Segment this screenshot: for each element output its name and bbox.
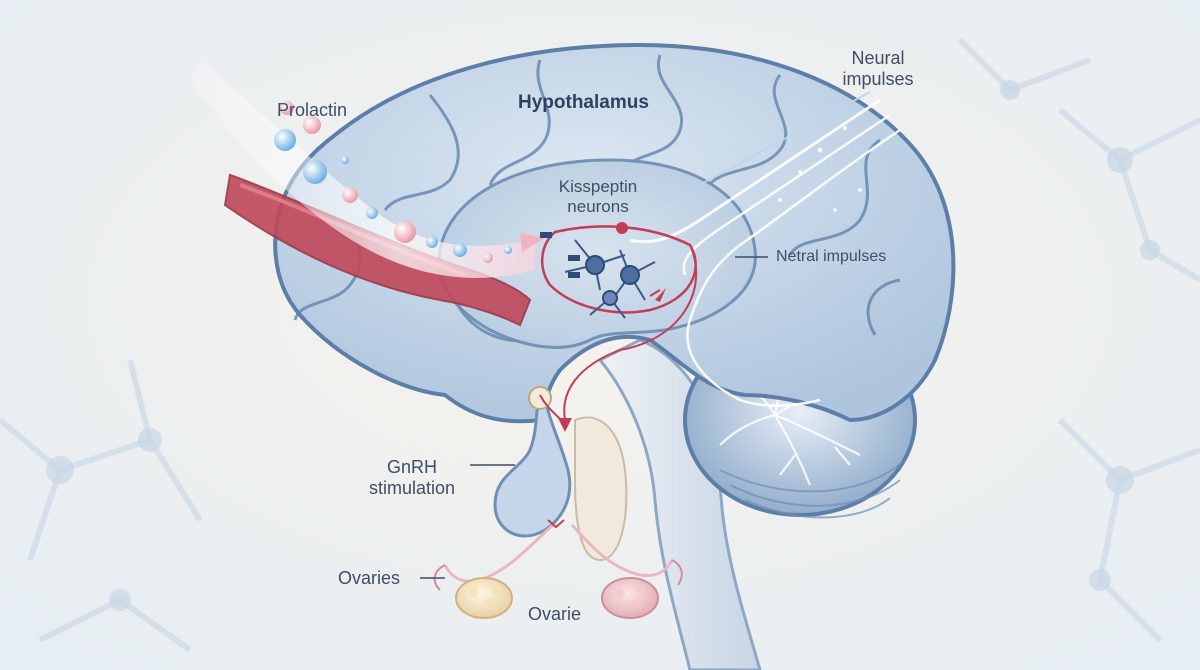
label-prolactin: Prolactin	[277, 100, 348, 120]
neural-fibers	[629, 91, 901, 408]
label-ovarie: Ovarie	[528, 604, 582, 624]
label-hypothalamus: Hypothalamus	[518, 92, 649, 113]
label-gnrh-line2: stimulation	[368, 477, 456, 498]
leader-lines	[420, 256, 768, 579]
label-kisspeptin-line2: neurons	[567, 196, 629, 216]
pons	[574, 416, 628, 562]
label-kisspeptin-line1: Kisspeptin	[558, 177, 638, 196]
label-neural-impulses-top: Neural impulses	[828, 48, 928, 89]
pituitary-gland	[493, 393, 572, 538]
label-kisspeptin-neurons: Kisspeptin neurons	[548, 177, 648, 216]
label-gnrh-line1: GnRH	[386, 457, 437, 477]
prolactin-stream	[190, 60, 535, 278]
label-gnrh-stimulation: GnRH stimulation	[352, 457, 472, 498]
label-ovaries: Ovaries	[338, 568, 401, 588]
label-neural-top-line1: Neural	[851, 48, 905, 68]
stream-arrowhead	[520, 233, 545, 252]
kisspeptin-neurons	[540, 222, 697, 319]
label-neural-top-line2: impulses	[842, 68, 914, 89]
pathway-arrowhead	[558, 418, 572, 432]
label-neural-impulses-right: Netral impulses	[776, 248, 887, 265]
prolactin-molecules	[274, 101, 512, 263]
ovaries	[433, 519, 683, 619]
